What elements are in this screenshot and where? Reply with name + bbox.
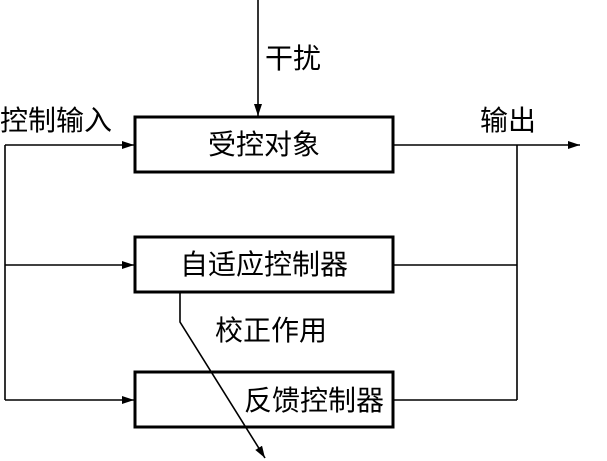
- control-input-label: 控制输入: [0, 104, 112, 137]
- correction-label: 校正作用: [215, 314, 327, 347]
- adaptive-controller-block: 自适应控制器: [133, 235, 395, 294]
- output-label: 输出: [480, 104, 536, 137]
- correction-arrow: [179, 292, 266, 459]
- plant-label: 受控对象: [208, 128, 320, 161]
- feedback-controller-label: 反馈控制器: [244, 384, 384, 417]
- plant-block: 受控对象: [133, 115, 395, 174]
- adaptive-controller-label: 自适应控制器: [180, 248, 348, 281]
- disturbance-label: 干扰: [265, 42, 321, 75]
- feedback-controller-block: 反馈控制器: [133, 370, 395, 429]
